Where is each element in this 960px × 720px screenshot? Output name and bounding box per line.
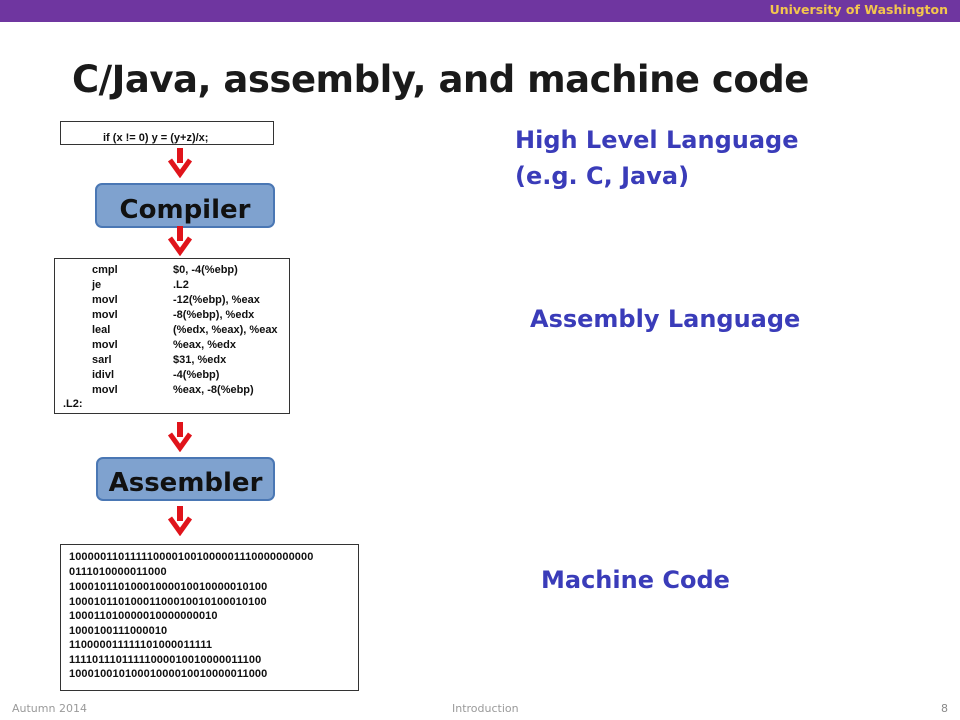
machine-code-line: 10001011010001100010010100010100	[69, 596, 267, 608]
high-level-language-label: High Level Language	[515, 126, 799, 154]
asm-operands: .L2	[173, 279, 189, 291]
c-code-box: if (x != 0) y = (y+z)/x;	[60, 121, 274, 145]
asm-opcode: leal	[92, 324, 111, 336]
down-arrow-icon	[168, 506, 192, 536]
institution-name: University of Washington	[769, 2, 948, 17]
asm-opcode: movl	[92, 309, 118, 321]
machine-code-line: 10001001010001000010010000011000	[69, 668, 268, 680]
header-bar: University of Washington	[0, 0, 960, 22]
asm-opcode: movl	[92, 294, 118, 306]
asm-operands: -8(%ebp), %edx	[173, 309, 255, 321]
down-arrow-icon	[168, 226, 192, 256]
machine-code-line: 11110111011111000010010000011100	[69, 654, 262, 666]
asm-label: .L2:	[63, 398, 83, 410]
machine-code-line: 0111010000011000	[69, 566, 167, 578]
machine-code-line: 1000100111000010	[69, 625, 168, 637]
asm-operands: $0, -4(%ebp)	[173, 264, 238, 276]
machine-code-line: 1000001101111100001001000001110000000000	[69, 551, 314, 563]
down-arrow-icon	[168, 422, 192, 452]
asm-opcode: idivl	[92, 369, 115, 381]
c-code-text: if (x != 0) y = (y+z)/x;	[103, 132, 209, 144]
asm-opcode: movl	[92, 339, 118, 351]
assembler-stage: Assembler	[96, 457, 275, 501]
machine-code-box: 1000001101111100001001000001110000000000…	[60, 544, 359, 691]
high-level-language-examples: (e.g. C, Java)	[515, 162, 690, 190]
asm-opcode: cmpl	[92, 264, 118, 276]
asm-opcode: movl	[92, 384, 118, 396]
down-arrow-icon	[168, 148, 192, 178]
machine-code-line: 100011010000010000000010	[69, 610, 218, 622]
slide-title: C/Java, assembly, and machine code	[72, 58, 809, 101]
asm-opcode: je	[92, 279, 102, 291]
footer-section: Introduction	[452, 702, 519, 715]
assembly-box: cmpl $0, -4(%ebp) je .L2 movl -12(%ebp),…	[54, 258, 290, 414]
asm-operands: -4(%ebp)	[173, 369, 220, 381]
asm-operands: %eax, -8(%ebp)	[173, 384, 254, 396]
asm-operands: $31, %edx	[173, 354, 227, 366]
machine-code-line: 110000011111101000011111	[69, 639, 213, 651]
machine-code-line: 10001011010001000010010000010100	[69, 581, 268, 593]
asm-operands: -12(%ebp), %eax	[173, 294, 260, 306]
footer-term: Autumn 2014	[12, 702, 87, 715]
machine-code-label: Machine Code	[541, 566, 730, 594]
page-number: 8	[941, 702, 948, 715]
asm-operands: %eax, %edx	[173, 339, 236, 351]
compiler-stage: Compiler	[95, 183, 275, 228]
assembly-language-label: Assembly Language	[530, 305, 801, 333]
asm-opcode: sarl	[92, 354, 112, 366]
asm-operands: (%edx, %eax), %eax	[173, 324, 278, 336]
